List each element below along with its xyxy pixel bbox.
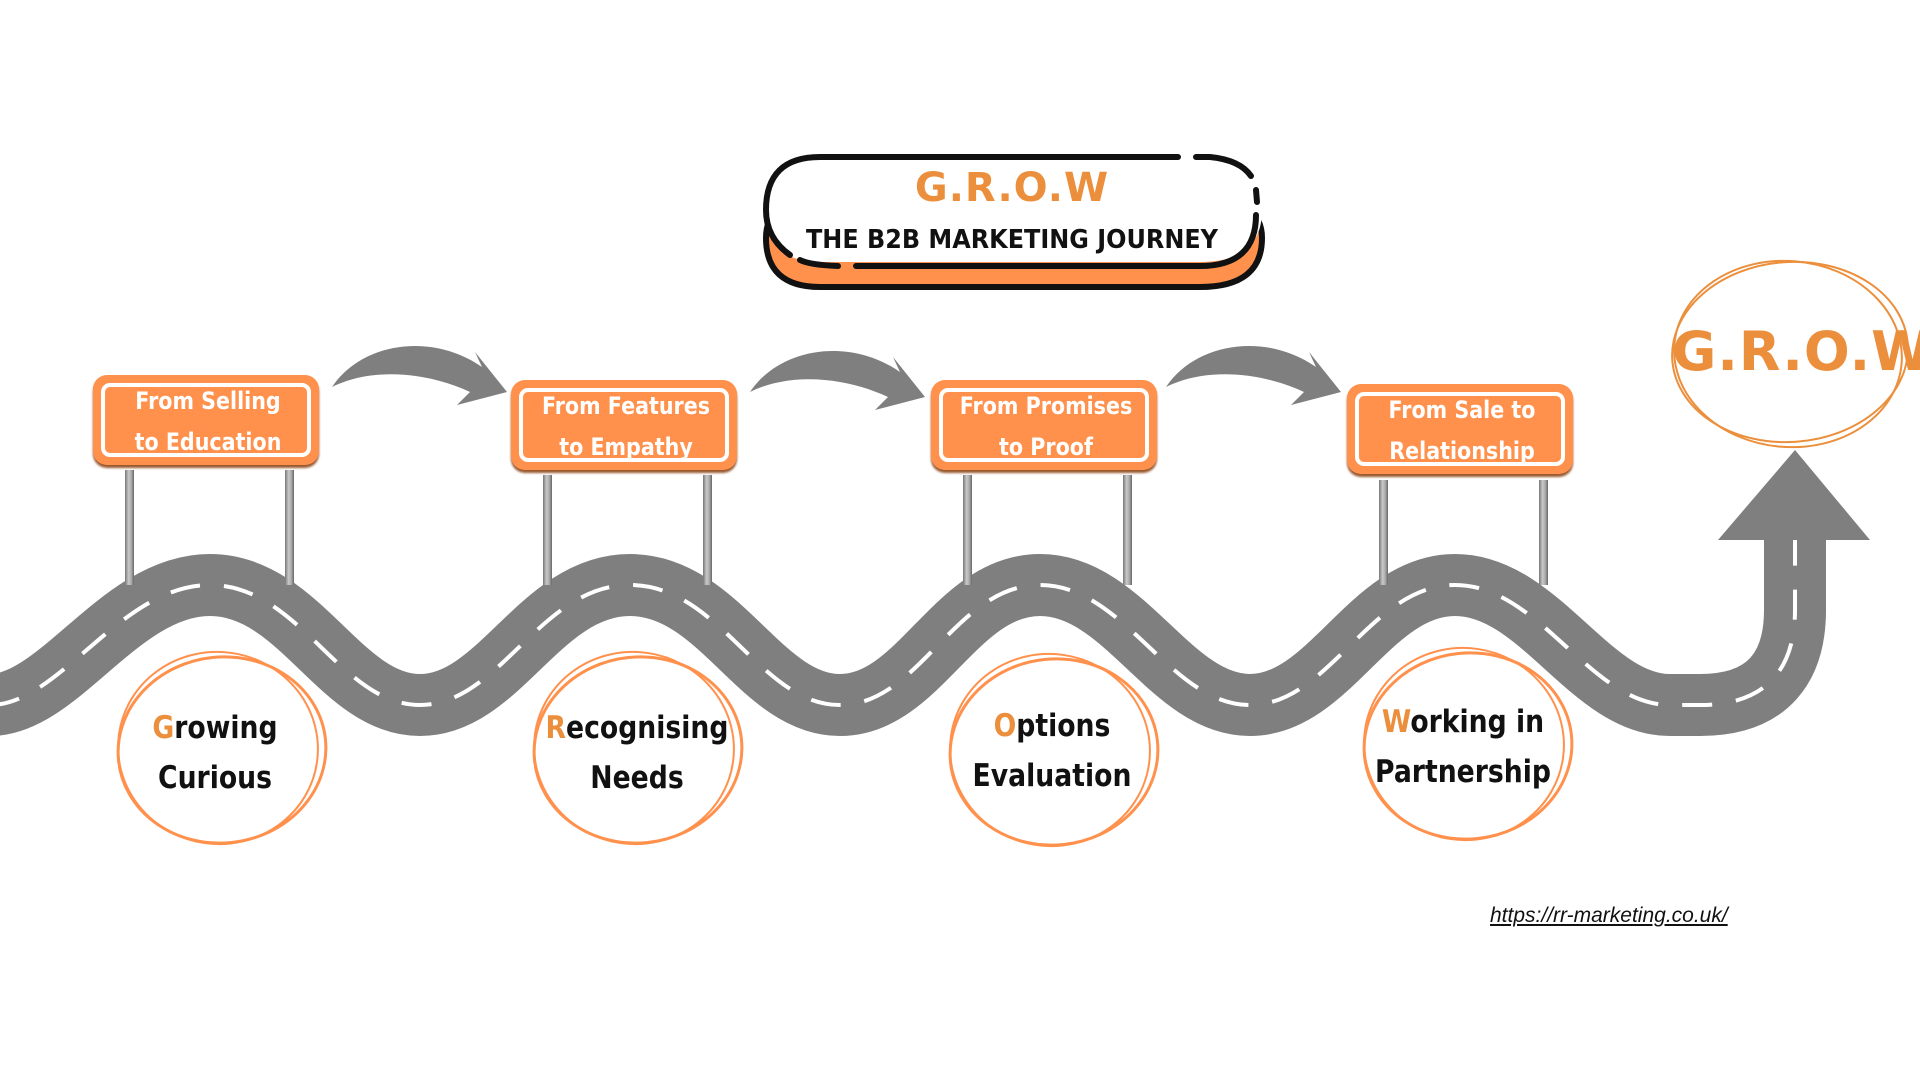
transition-arrows: [332, 345, 1341, 410]
winding-road: [0, 450, 1870, 737]
sign-post: [1539, 480, 1548, 585]
road-sign: From Sale to Relationship: [1347, 384, 1577, 480]
stage-initial: W: [1381, 704, 1411, 740]
sign-line-2: Relationship: [1389, 437, 1535, 465]
title-frame: [762, 154, 1266, 290]
sign-line-2: to Education: [134, 428, 282, 456]
sign-post: [125, 470, 134, 585]
stage-circle: [948, 652, 1160, 848]
arrow-up-icon: [1718, 450, 1870, 540]
title-acronym: G.R.O.W: [914, 165, 1110, 211]
road-sign: From Selling to Education: [93, 375, 323, 471]
stage-initial: R: [545, 710, 567, 746]
destination-label: G.R.O.W: [1672, 320, 1920, 383]
sign-post: [285, 470, 294, 585]
stage-label-options: Options Evaluation: [972, 708, 1132, 794]
road-center-dashes: [0, 540, 1797, 708]
sign-line-1: From Promises: [959, 392, 1133, 420]
sign-post: [963, 475, 972, 585]
road-surface: [0, 540, 1826, 737]
sign-line-1: From Selling: [135, 387, 281, 415]
sign-post: [703, 475, 712, 585]
title-subtitle: THE B2B MARKETING JOURNEY: [805, 225, 1218, 255]
stage-circle: [532, 650, 744, 846]
stage-label-recognising: Recognising Needs: [545, 710, 729, 796]
destination-circle: [1671, 259, 1909, 449]
sign-post: [543, 475, 552, 585]
sign-line-2: to Empathy: [559, 433, 693, 461]
road-sign: From Features to Empathy: [511, 380, 741, 476]
stage-label-growing: Growing Curious: [152, 710, 278, 796]
road-sign: From Promises to Proof: [931, 380, 1161, 476]
sign-line-1: From Sale to: [1388, 396, 1536, 424]
stage-circle: [116, 650, 328, 846]
stage-initial: G: [152, 710, 175, 746]
sign-post: [1123, 475, 1132, 585]
curved-arrow-right-icon: [1166, 345, 1341, 405]
sign-line-1: From Features: [541, 392, 711, 420]
curved-arrow-right-icon: [332, 345, 507, 405]
source-link[interactable]: https://rr-marketing.co.uk/: [1490, 904, 1728, 927]
stage-label-working: Working in Partnership: [1374, 704, 1551, 790]
stage-circles: [116, 646, 1574, 848]
curved-arrow-right-icon: [750, 350, 925, 410]
title-banner: G.R.O.W THE B2B MARKETING JOURNEY: [766, 155, 1258, 285]
stage-circle: [1362, 646, 1574, 842]
stage-initial: O: [993, 708, 1017, 744]
sign-post: [1379, 480, 1388, 585]
sign-line-2: to Proof: [999, 433, 1093, 461]
